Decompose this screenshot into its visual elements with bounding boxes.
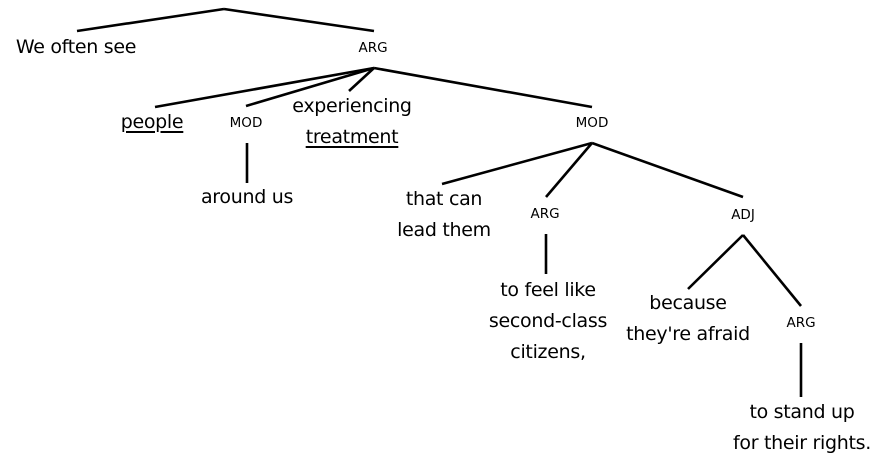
- node-to-feel-like: to feel like second-class citizens,: [489, 275, 607, 368]
- node-mod-2: MOD: [576, 113, 609, 133]
- node-text: because: [649, 292, 727, 314]
- node-around-us: around us: [201, 182, 293, 213]
- node-text: We often see: [15, 36, 137, 58]
- node-experiencing-treatment: experiencing treatment: [292, 91, 412, 153]
- node-text: they're afraid: [626, 323, 750, 345]
- edge-arg-mod: [245, 66, 375, 108]
- node-we-often-see: We often see: [15, 32, 137, 63]
- node-text: second-class: [488, 310, 608, 332]
- edge-root-arg: [223, 7, 375, 33]
- node-because-theyre-afraid: because they're afraid: [626, 288, 750, 350]
- node-label: MOD: [229, 115, 263, 131]
- node-arg-2: ARG: [530, 204, 559, 224]
- node-label: ARG: [786, 315, 816, 331]
- node-text: experiencing: [292, 95, 412, 117]
- node-label: ARG: [530, 206, 560, 222]
- node-text: for their rights.: [733, 432, 871, 454]
- node-text: to stand up: [749, 401, 855, 423]
- node-text-treatment: treatment: [305, 126, 399, 148]
- edge-mod2-that-can: [441, 141, 593, 186]
- node-text: to feel like: [500, 279, 596, 301]
- node-mod-1: MOD: [230, 113, 263, 133]
- node-label: ADJ: [731, 207, 755, 223]
- edge-adj-because: [687, 234, 744, 290]
- node-arg-root: ARG: [358, 38, 387, 58]
- edge-mod2-arg: [545, 142, 593, 198]
- node-people: people: [121, 107, 184, 138]
- node-that-can-lead-them: that can lead them: [397, 184, 491, 246]
- node-text: that can: [405, 188, 483, 210]
- node-to-stand-up: to stand up for their rights.: [733, 397, 871, 459]
- node-text: people: [120, 111, 184, 133]
- node-text: citizens,: [510, 341, 586, 363]
- edge-root-we-often-see: [76, 7, 225, 33]
- node-text: around us: [200, 186, 294, 208]
- node-arg-3: ARG: [786, 313, 815, 333]
- node-text: lead them: [397, 219, 491, 241]
- node-adj: ADJ: [731, 205, 755, 225]
- node-label: MOD: [575, 115, 609, 131]
- edge-arg-people: [154, 66, 375, 109]
- edge-adj-arg3: [741, 234, 803, 307]
- edge-arg-mod2: [373, 66, 593, 109]
- node-label: ARG: [358, 40, 388, 56]
- edge-mod2-adj: [591, 141, 744, 199]
- edge-arg-experiencing: [348, 67, 375, 92]
